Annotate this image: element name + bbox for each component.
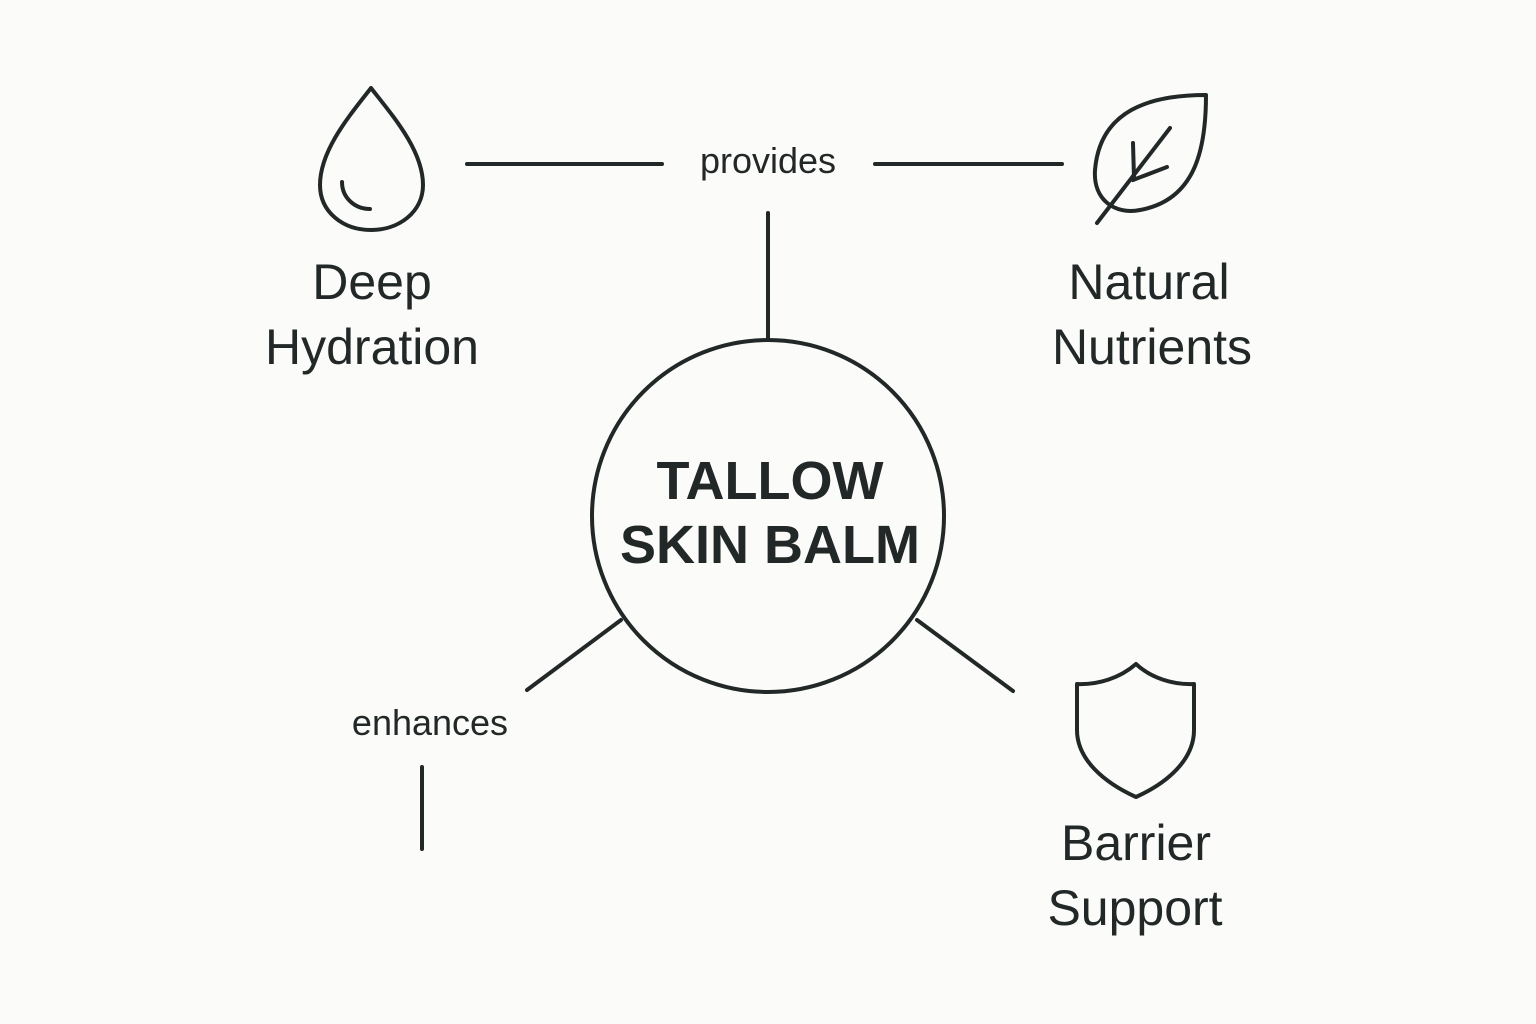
node-label-natural-line2: Nutrients [1052, 319, 1252, 375]
connector-label-provides: provides [700, 140, 836, 181]
connector-line-lower-left [525, 618, 623, 692]
node-label-deep-line1: Deep [312, 254, 432, 310]
center-circle [590, 338, 946, 694]
center-title-line2: SKIN BALM [620, 515, 920, 575]
node-label-natural-line1: Natural [1068, 254, 1229, 310]
shield-icon [1075, 662, 1196, 799]
center-title-line1: TALLOW [657, 451, 884, 511]
node-label-deep-line2: Hydration [265, 319, 479, 375]
water-drop-icon [318, 86, 425, 232]
leaf-icon [1092, 93, 1208, 225]
connector-line-lower-right [915, 618, 1015, 693]
connector-label-enhances: enhances [352, 702, 508, 743]
node-label-barrier-line1: Barrier [1061, 815, 1211, 871]
node-label-barrier-line2: Support [1047, 880, 1222, 936]
